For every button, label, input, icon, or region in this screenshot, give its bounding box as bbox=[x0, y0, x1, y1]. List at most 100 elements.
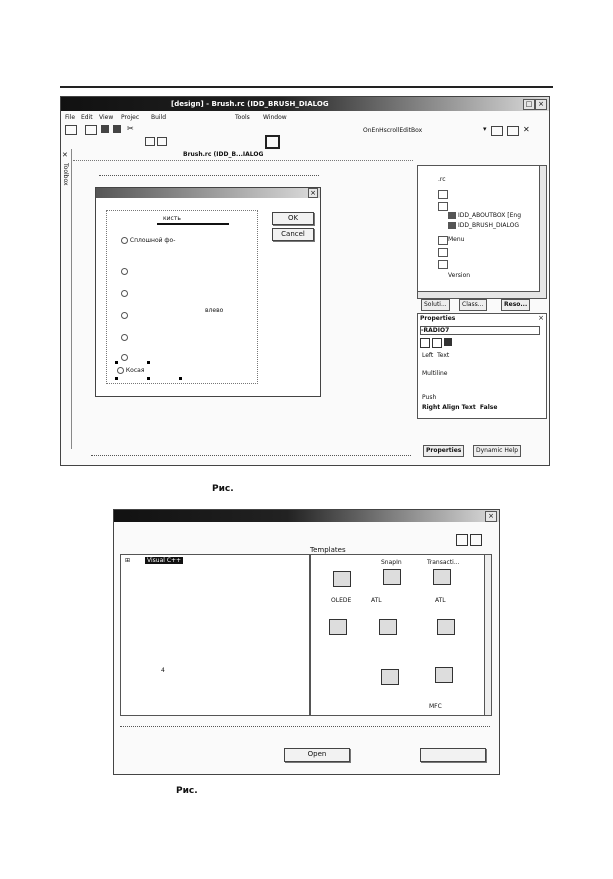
folder-icon[interactable] bbox=[438, 236, 448, 245]
tree-digit: 4 bbox=[161, 667, 165, 674]
template-label-transaction: Transacti... bbox=[427, 559, 460, 566]
document-tab-bar: Brush.rc (IDD_B...IALOG bbox=[73, 151, 413, 161]
tab-solution[interactable]: Soluti... bbox=[421, 299, 450, 311]
horizontal-scrollbar[interactable] bbox=[418, 291, 546, 298]
sort-icon[interactable] bbox=[432, 338, 442, 348]
maximize-icon[interactable]: □ bbox=[523, 99, 535, 110]
property-row[interactable]: Left Text bbox=[422, 352, 450, 359]
radio-3[interactable] bbox=[121, 283, 128, 302]
grid-icon[interactable] bbox=[145, 137, 155, 146]
menu-project[interactable]: Projec bbox=[121, 114, 140, 121]
ide-title-bar: [design] - Brush.rc (IDD_BRUSH_DIALOG □ … bbox=[61, 97, 549, 111]
ide-title: [design] - Brush.rc (IDD_BRUSH_DIALOG bbox=[171, 100, 329, 108]
tools-icon: ✕ bbox=[62, 151, 68, 159]
close-icon[interactable]: × bbox=[538, 314, 544, 322]
template-transaction-icon[interactable] bbox=[433, 569, 451, 585]
tab-dynamic-help[interactable]: Dynamic Help bbox=[473, 445, 522, 457]
selection-handle[interactable] bbox=[115, 377, 118, 380]
menu-resource[interactable]: Menu bbox=[448, 236, 465, 243]
dropdown-icon[interactable]: ▾ bbox=[483, 125, 487, 133]
folder-icon[interactable] bbox=[438, 190, 448, 199]
menu-view[interactable]: View bbox=[99, 114, 114, 121]
selection-handle[interactable] bbox=[179, 377, 182, 380]
group-box: кисть Сплошной фо- влево Косая bbox=[106, 210, 258, 384]
function-combo[interactable]: OnEnHscrollEditBox bbox=[363, 127, 423, 134]
dialog-resource-icon bbox=[448, 222, 456, 229]
toolbox-strip[interactable]: ✕ Toolbox bbox=[61, 149, 72, 449]
selection-handle[interactable] bbox=[147, 377, 150, 380]
property-row[interactable]: Multiline bbox=[422, 370, 448, 377]
selection-handle[interactable] bbox=[147, 361, 150, 364]
template-snapin-icon[interactable] bbox=[383, 569, 401, 585]
menu-tools[interactable]: Tools bbox=[235, 114, 250, 121]
version-resource[interactable]: Version bbox=[448, 272, 471, 279]
property-row[interactable]: Right Align Text False bbox=[422, 404, 498, 411]
tab-class[interactable]: Class... bbox=[459, 299, 487, 311]
status-line bbox=[91, 455, 411, 456]
tab-properties[interactable]: Properties bbox=[423, 445, 465, 457]
template-atl-project-icon[interactable] bbox=[437, 619, 455, 635]
templates-grid: SnapIn Transacti... OLEDE ATL ATL MFC bbox=[310, 554, 492, 716]
layout-icon[interactable] bbox=[265, 135, 280, 149]
resource-item-aboutbox[interactable]: IDD_ABOUTBOX [Eng bbox=[458, 212, 522, 219]
save-icon[interactable] bbox=[101, 125, 109, 133]
template-app-icon[interactable] bbox=[329, 619, 347, 635]
toolbar: ✂ OnEnHscrollEditBox ▾ ✕ bbox=[65, 124, 545, 149]
menu-edit[interactable]: Edit bbox=[81, 114, 93, 121]
tree-item-visual-cpp[interactable]: Visual C++ bbox=[145, 557, 184, 564]
dialog-title-bar: × bbox=[96, 188, 320, 198]
document-tab[interactable]: Brush.rc (IDD_B...IALOG bbox=[183, 151, 264, 158]
menu-build[interactable]: Build bbox=[151, 114, 167, 121]
resource-item-brush-dialog[interactable]: IDD_BRUSH_DIALOG bbox=[458, 222, 520, 229]
save-all-icon[interactable] bbox=[113, 125, 121, 133]
dialog-close-icon[interactable]: × bbox=[308, 188, 318, 198]
radio-oblique-label: Косая bbox=[125, 367, 145, 374]
list-view-icon[interactable] bbox=[470, 534, 482, 546]
cancel-button[interactable]: Cancel bbox=[272, 228, 314, 241]
templates-scrollbar[interactable] bbox=[484, 555, 491, 715]
radio-2[interactable] bbox=[121, 261, 128, 280]
tab-resource[interactable]: Reso... bbox=[501, 299, 531, 311]
folder-icon[interactable] bbox=[438, 202, 448, 211]
template-oledb-icon[interactable] bbox=[333, 571, 351, 587]
figure1-caption: Рис. bbox=[212, 484, 234, 494]
description-line bbox=[120, 726, 490, 727]
property-row[interactable]: Push bbox=[422, 394, 437, 401]
wrench-icon[interactable]: ✕ bbox=[523, 125, 530, 134]
project-types-tree: ⊞ Visual C++ 4 bbox=[120, 554, 310, 716]
ruler-icon[interactable] bbox=[157, 137, 167, 146]
large-icons-view-icon[interactable] bbox=[456, 534, 468, 546]
find-icon[interactable] bbox=[491, 126, 503, 136]
selection-handle[interactable] bbox=[115, 361, 118, 364]
cancel-button[interactable] bbox=[420, 748, 486, 762]
tree-expand-icon[interactable]: ⊞ bbox=[125, 557, 131, 564]
template-atl-server-icon[interactable] bbox=[379, 619, 397, 635]
ok-button[interactable]: OK bbox=[272, 212, 314, 225]
folder-icon[interactable] bbox=[438, 260, 448, 269]
resource-view: .rc IDD_ABOUTBOX [Eng IDD_BRUSH_DIALOG M… bbox=[417, 165, 547, 299]
cut-icon[interactable]: ✂ bbox=[127, 124, 134, 133]
categorized-icon[interactable] bbox=[420, 338, 430, 348]
radio-oblique[interactable]: Косая bbox=[117, 367, 144, 374]
open-folder-icon[interactable] bbox=[85, 125, 97, 135]
close-icon[interactable]: × bbox=[535, 99, 547, 110]
close-icon[interactable]: × bbox=[485, 511, 497, 522]
open-button[interactable]: Open bbox=[284, 748, 350, 762]
menu-file[interactable]: File bbox=[65, 114, 76, 121]
template-mfc-icon[interactable] bbox=[435, 667, 453, 683]
templates-label: Templates bbox=[310, 546, 346, 554]
template-label-mfc: MFC bbox=[429, 703, 442, 710]
object-combo[interactable]: -RADIO7 bbox=[420, 326, 540, 335]
ruler-top bbox=[99, 175, 319, 176]
vertical-scrollbar[interactable] bbox=[539, 166, 546, 292]
template-dll-icon[interactable] bbox=[381, 669, 399, 685]
window-icon[interactable] bbox=[507, 126, 519, 136]
properties-icon[interactable] bbox=[444, 338, 452, 346]
radio-6[interactable] bbox=[121, 347, 128, 366]
radio-solid[interactable]: Сплошной фо- bbox=[121, 237, 175, 244]
radio-5[interactable] bbox=[121, 327, 128, 346]
radio-4[interactable] bbox=[121, 305, 128, 324]
folder-icon[interactable] bbox=[438, 248, 448, 257]
menu-window[interactable]: Window bbox=[263, 114, 287, 121]
new-file-icon[interactable] bbox=[65, 125, 77, 135]
